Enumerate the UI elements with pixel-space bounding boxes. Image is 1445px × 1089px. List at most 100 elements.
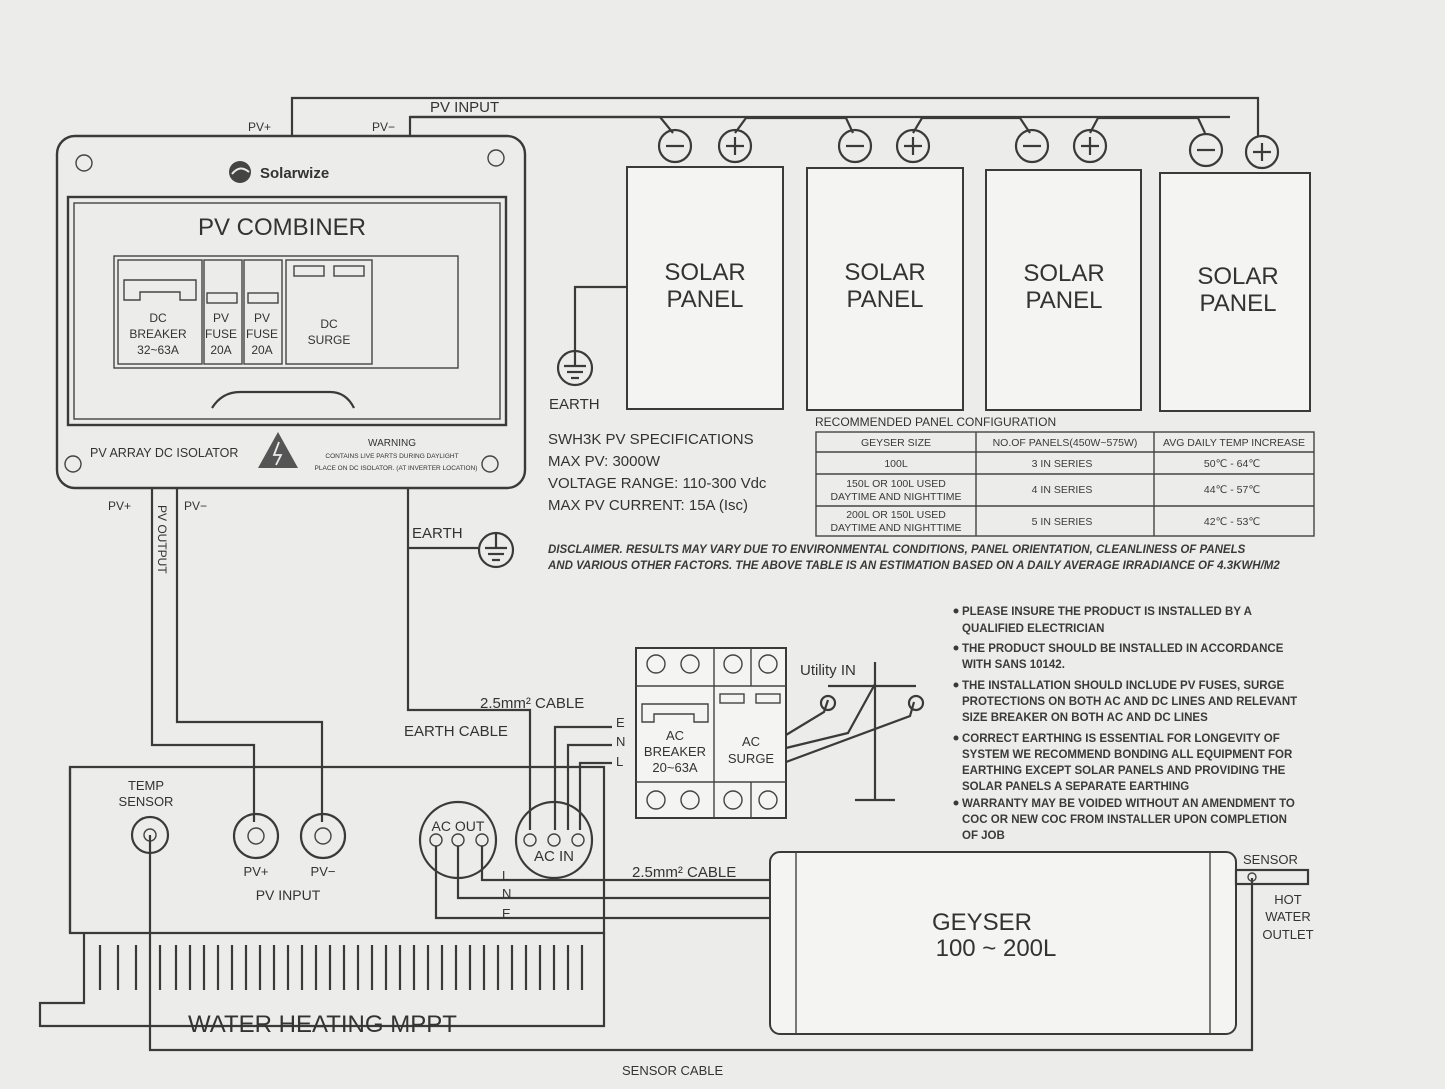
screw-icon: [75, 154, 93, 172]
temp-sensor-label: TEMP: [128, 778, 164, 793]
combiner-earth: EARTH EARTH CABLE 2.5mm² CABLE: [404, 488, 584, 830]
note-line: THE INSTALLATION SHOULD INCLUDE PV FUSES…: [962, 680, 1285, 692]
pv-plus-port-icon: [232, 812, 280, 860]
svg-text:FUSE: FUSE: [205, 327, 237, 341]
svg-text:32~63A: 32~63A: [137, 343, 179, 357]
solar-panel-label: PANEL: [1026, 287, 1103, 314]
table-cell: 44℃ - 57℃: [1204, 484, 1260, 496]
geyser-capacity: 100 ~ 200L: [936, 935, 1057, 962]
pv-input-label: PV INPUT: [256, 887, 321, 903]
utility-terminal-icon: [819, 694, 837, 712]
svg-text:FUSE: FUSE: [246, 327, 278, 341]
ac-surge-label: AC: [742, 734, 760, 749]
wire-n-label: N: [502, 886, 511, 901]
note-line: SIZE BREAKER ON BOTH AC AND DC LINES: [962, 712, 1208, 724]
sensor-cable-label: SENSOR CABLE: [622, 1063, 723, 1078]
note-line: PROTECTIONS ON BOTH AC AND DC LINES AND …: [962, 696, 1297, 708]
solar-panel-label: SOLAR: [1197, 263, 1278, 290]
minus-terminal-icon: [657, 128, 693, 164]
pv-output-wiring: PV+ PV− PV OUTPUT: [108, 488, 324, 822]
note-line: WITH SANS 10142.: [962, 659, 1065, 671]
pv-fuse: PV FUSE 20A: [203, 259, 243, 365]
geyser-sensor-label: SENSOR: [1243, 852, 1298, 867]
ac-breaker-label: BREAKER: [644, 744, 706, 759]
solar-panel: SOLAR PANEL: [626, 166, 784, 410]
utility-terminal-icon: [907, 694, 925, 712]
table-cell: 4 IN SERIES: [1032, 484, 1093, 496]
terminal-screws: [646, 654, 778, 810]
screw-icon: [481, 455, 499, 473]
table-header: AVG DAILY TEMP INCREASE: [1163, 437, 1305, 449]
dc-breaker: DC BREAKER 32~63A: [117, 259, 203, 365]
wire-l-label: L: [502, 868, 509, 883]
brand-name: Solarwize: [260, 165, 329, 182]
panel-terminals: [657, 128, 1280, 170]
specs-voltage: VOLTAGE RANGE: 110-300 Vdc: [548, 475, 767, 492]
cable-bottom-label: 2.5mm² CABLE: [632, 864, 736, 881]
panel-earth: EARTH: [549, 285, 627, 413]
specifications: SWH3K PV SPECIFICATIONS MAX PV: 3000W VO…: [548, 431, 767, 514]
svg-text:PV: PV: [254, 311, 270, 325]
pv-output-label: PV OUTPUT: [155, 505, 169, 574]
specs-max-pv: MAX PV: 3000W: [548, 453, 661, 470]
pv-input-top-label: PV INPUT: [430, 99, 499, 116]
table-cell: 100L: [884, 458, 908, 470]
pv-input-wiring: PV INPUT PV+ PV−: [248, 96, 1260, 136]
mppt-title: WATER HEATING MPPT: [188, 1011, 457, 1038]
sensor-port-icon: [1247, 872, 1257, 882]
pv-plus-out-label: PV+: [108, 499, 131, 513]
pv-combiner: Solarwize PV COMBINER DC BREAKER 32~63A …: [55, 134, 527, 490]
earth-cable-label: EARTH CABLE: [404, 723, 508, 740]
pv-minus-out-label: PV−: [184, 499, 207, 513]
earth-combiner-label: EARTH: [412, 525, 463, 542]
solar-panel-label: SOLAR: [664, 259, 745, 286]
solar-panel-label: SOLAR: [844, 259, 925, 286]
svg-text:20A: 20A: [251, 343, 272, 357]
pv-fuse: PV FUSE 20A: [243, 259, 283, 365]
isolator-label: PV ARRAY DC ISOLATOR: [90, 446, 238, 460]
plus-terminal-icon: [895, 128, 931, 164]
pv-plus-top-label: PV+: [248, 120, 271, 134]
solar-panel-label: PANEL: [667, 286, 744, 313]
config-table: RECOMMENDED PANEL CONFIGURATION GEYSER S…: [815, 415, 1315, 537]
plus-terminal-icon: [717, 128, 753, 164]
hot-water-outlet-pipe: [1234, 868, 1310, 886]
svg-text:BREAKER: BREAKER: [129, 327, 187, 341]
table-cell: DAYTIME AND NIGHTTIME: [830, 522, 961, 534]
outlet-label: HOT: [1274, 892, 1302, 907]
warning-triangle-icon: [258, 432, 298, 468]
svg-text:PV: PV: [213, 311, 229, 325]
table-cell: 50℃ - 64℃: [1204, 458, 1260, 470]
table-header: GEYSER SIZE: [861, 437, 931, 449]
minus-terminal-icon: [837, 128, 873, 164]
note-line: QUALIFIED ELECTRICIAN: [962, 623, 1104, 635]
ac-surge-label: SURGE: [728, 751, 775, 766]
minus-terminal-icon: [1014, 128, 1050, 164]
geyser: GEYSER 100 ~ 200L SENSOR HOT WATER OUTLE…: [769, 851, 1314, 1035]
warning-title: WARNING: [368, 438, 416, 449]
sensor-cable: SENSOR CABLE: [148, 835, 1254, 1078]
table-cell: DAYTIME AND NIGHTTIME: [830, 491, 961, 503]
table-cell: 150L OR 100L USED: [846, 478, 946, 490]
disclaimer-line: DISCLAIMER. RESULTS MAY VARY DUE TO ENVI…: [548, 544, 1246, 556]
screw-icon: [64, 455, 82, 473]
screw-icon: [487, 149, 505, 167]
svg-text:DC: DC: [149, 311, 167, 325]
table-cell: 200L OR 150L USED: [846, 509, 946, 521]
ac-out-label: AC OUT: [432, 818, 485, 834]
note-line: COC OR NEW COC FROM INSTALLER UPON COMPL…: [962, 814, 1287, 826]
solar-panel-label: PANEL: [1200, 290, 1277, 317]
wire-e-label: E: [616, 715, 625, 730]
table-cell: 42℃ - 53℃: [1204, 516, 1260, 528]
solar-panel: SOLAR PANEL: [985, 169, 1142, 411]
utility-in-label: Utility IN: [800, 662, 856, 679]
ac-distribution: AC BREAKER 20~63A AC SURGE: [635, 647, 787, 819]
ac-breaker-label: AC: [666, 728, 684, 743]
temp-sensor-label: SENSOR: [119, 794, 174, 809]
ac-breaker-label: 20~63A: [652, 760, 698, 775]
pv-plus-port-label: PV+: [244, 864, 269, 879]
table-cell: 5 IN SERIES: [1032, 516, 1093, 528]
utility-in: Utility IN: [785, 662, 925, 802]
cable-top-label: 2.5mm² CABLE: [480, 695, 584, 712]
